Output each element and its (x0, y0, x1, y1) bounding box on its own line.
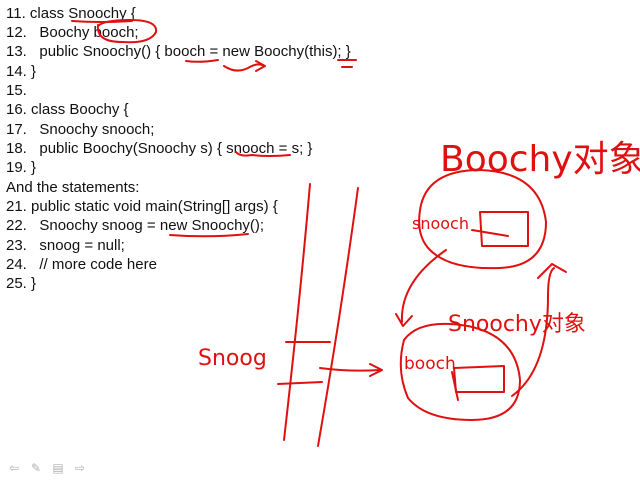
ink-label-snooch: snooch (412, 214, 469, 233)
code-line: 11. class Snoochy { (6, 5, 136, 22)
code-line: 16. class Boochy { (6, 101, 129, 118)
ink-arrow (451, 371, 459, 401)
code-line: 15. (6, 82, 27, 99)
pen-icon[interactable]: ✎ (30, 461, 42, 475)
code-line: 17. Snoochy snooch; (6, 121, 155, 138)
code-line: 23. snoog = null; (6, 237, 125, 254)
code-line: 21. public static void main(String[] arg… (6, 198, 278, 215)
ink-field-box (479, 211, 529, 247)
ink-label-boochy-object: Boochy对象 (440, 139, 640, 180)
ink-label-snoog: Snoog (198, 346, 267, 371)
code-line: 24. // more code here (6, 256, 157, 273)
code-line: 18. public Boochy(Snoochy s) { snooch = … (6, 140, 313, 157)
code-line: 14. } (6, 63, 37, 80)
code-line: 19. } (6, 159, 37, 176)
ink-arrow (319, 367, 381, 372)
ink-stack-line (317, 187, 359, 447)
next-arrow-icon[interactable]: ⇨ (74, 461, 86, 475)
ink-arrow (369, 363, 383, 377)
ink-arrow (537, 263, 567, 279)
code-line: And the statements: (6, 179, 140, 196)
ink-stack-line (277, 381, 323, 385)
ink-label-snoochy-object: Snoochy对象 (448, 312, 586, 337)
prev-arrow-icon[interactable]: ⇦ (8, 461, 20, 475)
ink-arrow (223, 63, 265, 72)
code-line: 12. Boochy booch; (6, 24, 139, 41)
ink-stack-line (283, 183, 311, 441)
ink-arrow (471, 229, 509, 237)
code-line: 22. Snoochy snoog = new Snoochy(); (6, 217, 265, 234)
ink-arrow (400, 249, 447, 323)
ink-field-box (453, 365, 505, 393)
code-line: 25. } (6, 275, 37, 292)
code-line: 13. public Snoochy() { booch = new Booch… (6, 43, 351, 60)
ink-arrow (255, 60, 266, 72)
menu-icon[interactable]: ▤ (52, 461, 64, 475)
ink-label-booch: booch (404, 354, 456, 374)
slide-toolbar: ⇦ ✎ ▤ ⇨ (6, 459, 88, 477)
ink-arrow (395, 313, 413, 327)
